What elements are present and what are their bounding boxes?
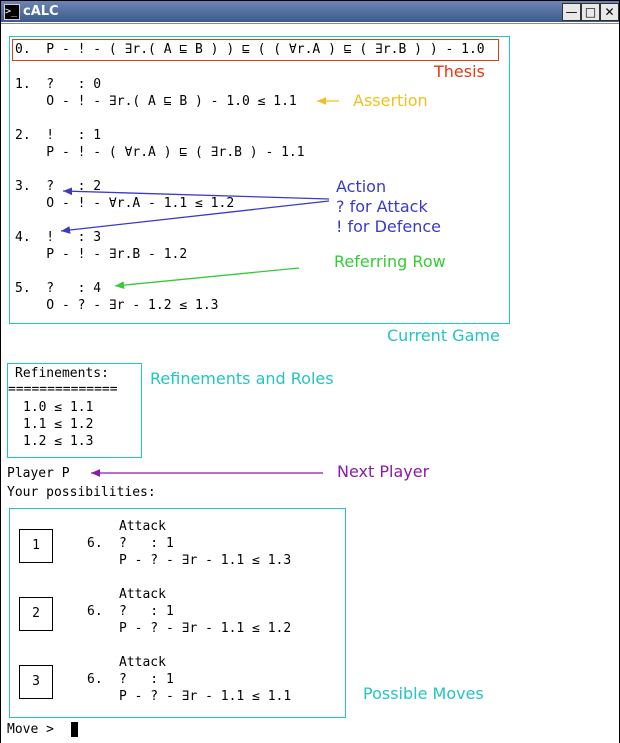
refinements-header: Refinements: xyxy=(15,366,109,381)
possible-moves-label: Possible Moves xyxy=(363,684,484,703)
close-button[interactable]: ✕ xyxy=(600,3,619,21)
game-row-3-head: 3. ? : 2 xyxy=(15,179,102,194)
possible-moves-box xyxy=(9,508,346,718)
action-label: Action xyxy=(336,177,387,196)
thesis-row: 0. P - ! - ( ∃r.( A ⊑ B ) ) ⊑ ( ( ∀r.A )… xyxy=(15,42,485,57)
move-2-action: Attack xyxy=(119,587,166,602)
text-cursor[interactable] xyxy=(71,722,78,737)
defence-label: ! for Defence xyxy=(336,217,442,236)
move-2-number: 6. xyxy=(87,604,103,619)
referring-row-arrow xyxy=(114,267,300,289)
game-row-4-body: P - ! - ∃r.B - 1.2 xyxy=(15,247,188,262)
move-prompt: Move > xyxy=(7,722,62,737)
action-arrow-defence xyxy=(60,200,330,234)
refinement-item-3: 1.2 ≤ 1.3 xyxy=(23,434,94,449)
game-row-5-body: O - ? - ∃r - 1.2 ≤ 1.3 xyxy=(15,298,219,313)
game-row-2-head: 2. ! : 1 xyxy=(15,128,102,143)
possibilities-line: Your possibilities: xyxy=(7,485,156,500)
game-row-3-body: O - ! - ∀r.A - 1.1 ≤ 1.2 xyxy=(15,196,235,211)
attack-label: ? for Attack xyxy=(336,197,428,216)
terminal-content[interactable]: 0. P - ! - ( ∃r.( A ⊑ B ) ) ⊑ ( ( ∀r.A )… xyxy=(1,23,619,743)
terminal-icon: >_ xyxy=(4,4,20,20)
next-player-label: Next Player xyxy=(337,462,430,481)
move-1-ref: ? : 1 xyxy=(119,536,174,551)
minimize-button[interactable]: — xyxy=(562,3,581,21)
refinement-item-1: 1.0 ≤ 1.1 xyxy=(23,400,94,415)
move-1-button[interactable]: 1 xyxy=(19,529,53,563)
annotation-arrows xyxy=(60,97,339,477)
move-3-formula: P - ? - ∃r - 1.1 ≤ 1.1 xyxy=(119,689,292,704)
game-row-1-head: 1. ? : 0 xyxy=(15,77,102,92)
move-1-formula: P - ? - ∃r - 1.1 ≤ 1.3 xyxy=(119,553,292,568)
move-3-number: 6. xyxy=(87,672,103,687)
refinements-box xyxy=(7,363,142,458)
action-arrow-attack xyxy=(62,187,330,200)
game-row-5-head: 5. ? : 4 xyxy=(15,281,102,296)
referring-row-label: Referring Row xyxy=(334,252,446,271)
move-1-action: Attack xyxy=(119,519,166,534)
move-2-ref: ? : 1 xyxy=(119,604,174,619)
move-3-action: Attack xyxy=(119,655,166,670)
refinements-rule: ============== xyxy=(8,382,118,397)
player-line: Player P xyxy=(7,466,70,481)
refinement-item-2: 1.1 ≤ 1.2 xyxy=(23,417,94,432)
assertion-label: Assertion xyxy=(353,91,428,110)
game-row-1-body: O - ! - ∃r.( A ⊑ B ) - 1.0 ≤ 1.1 xyxy=(15,94,297,109)
move-3-button[interactable]: 3 xyxy=(19,665,53,699)
move-1-number: 6. xyxy=(87,536,103,551)
current-game-label: Current Game xyxy=(387,326,500,345)
thesis-box xyxy=(12,39,499,61)
current-game-box xyxy=(9,36,510,324)
maximize-button[interactable]: □ xyxy=(581,3,600,21)
thesis-label: Thesis xyxy=(434,62,485,81)
refinements-label: Refinements and Roles xyxy=(150,369,334,388)
move-2-formula: P - ? - ∃r - 1.1 ≤ 1.2 xyxy=(119,621,292,636)
move-3-ref: ? : 1 xyxy=(119,672,174,687)
game-row-4-head: 4. ! : 3 xyxy=(15,230,102,245)
move-2-button[interactable]: 2 xyxy=(19,597,53,631)
title-bar[interactable]: >_ cALC — □ ✕ xyxy=(1,1,619,22)
window-title: cALC xyxy=(23,4,59,19)
game-row-2-body: P - ! - ( ∀r.A ) ⊑ ( ∃r.B ) - 1.1 xyxy=(15,145,305,160)
